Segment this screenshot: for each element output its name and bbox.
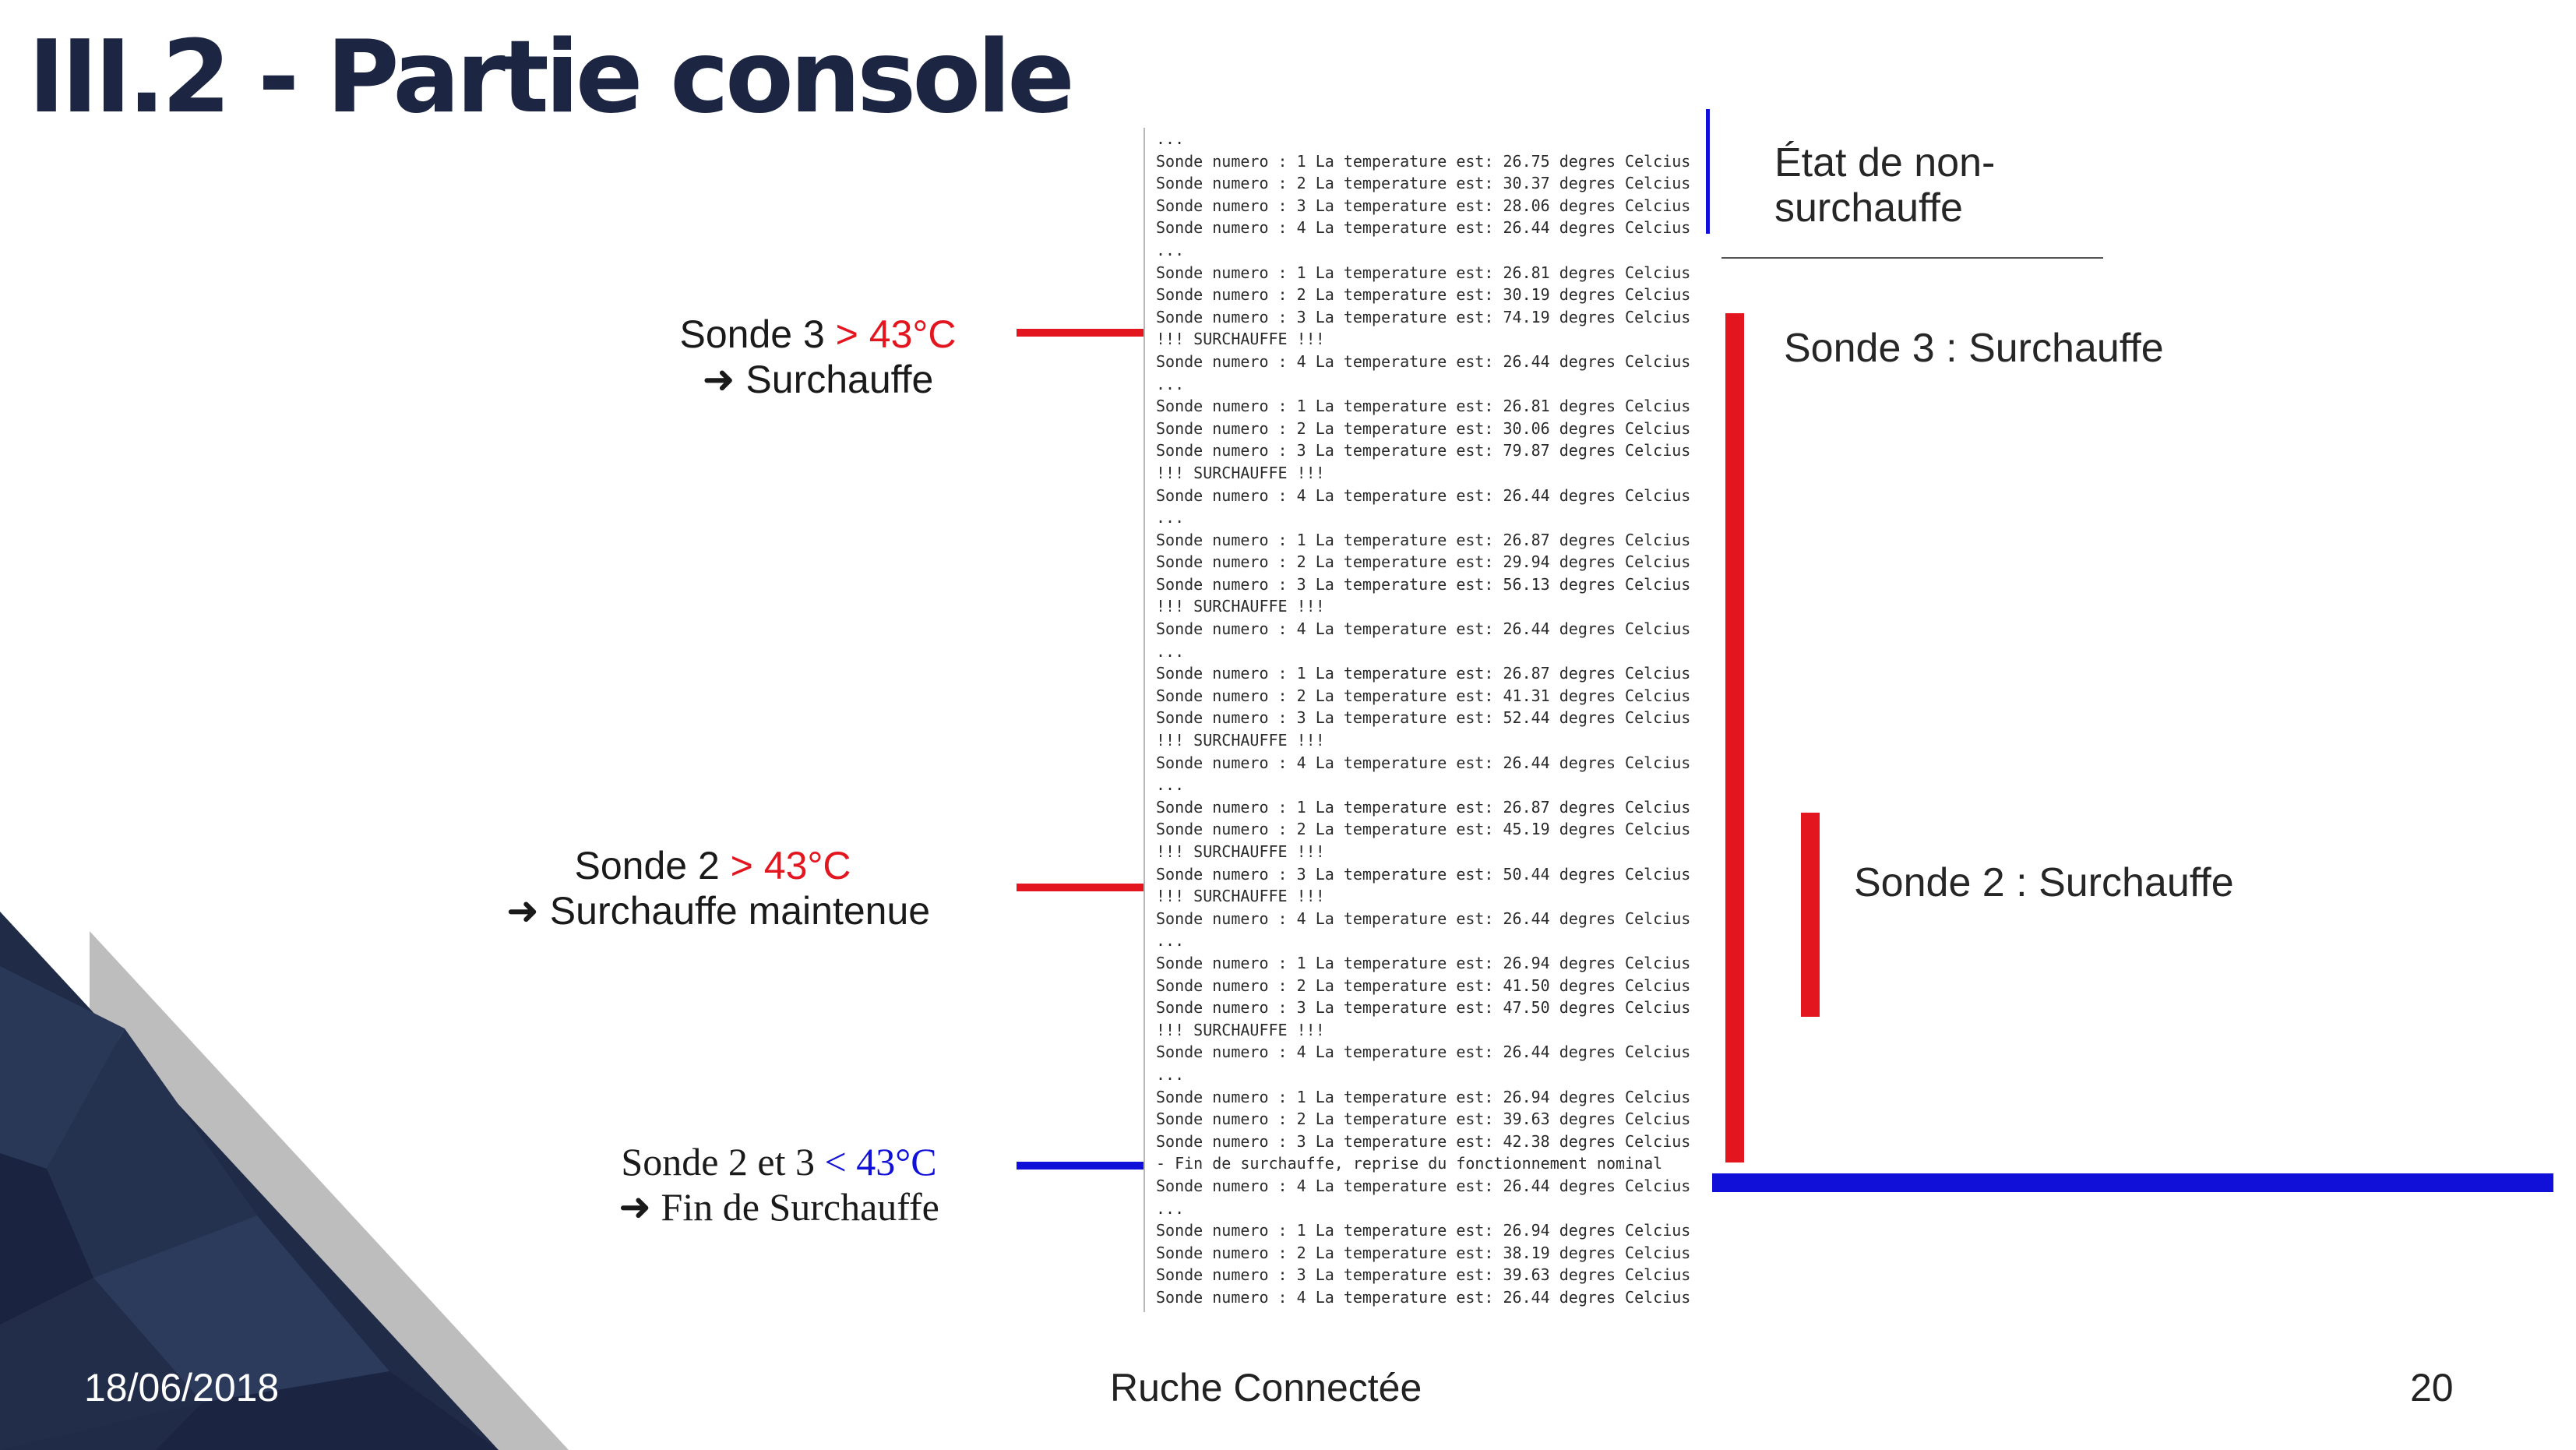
console-line: !!! SURCHAUFFE !!! <box>1156 463 1325 482</box>
console-line: ... <box>1156 374 1185 393</box>
annotation-sonde3: Sonde 3 > 43°C ➜ Surchauffe <box>662 312 974 402</box>
console-line: Sonde numero : 3 La temperature est: 79.… <box>1156 441 1691 460</box>
console-line: ... <box>1156 1198 1185 1218</box>
connector-line-sonde2 <box>1017 884 1145 891</box>
console-line: ... <box>1156 641 1185 661</box>
console-line: Sonde numero : 2 La temperature est: 45.… <box>1156 820 1691 839</box>
annotation-result: ➜ Surchauffe maintenue <box>506 889 931 933</box>
console-line: Sonde numero : 4 La temperature est: 26.… <box>1156 1043 1691 1062</box>
connector-line-end <box>1017 1162 1145 1170</box>
console-line: !!! SURCHAUFFE !!! <box>1156 597 1325 616</box>
normal-state-label: État de non- surchauffe <box>1774 140 1995 231</box>
console-line: Sonde numero : 1 La temperature est: 26.… <box>1156 151 1691 171</box>
console-line: Sonde numero : 1 La temperature est: 26.… <box>1156 263 1691 282</box>
annotation-threshold: < 43°C <box>824 1140 937 1184</box>
footer-date: 18/06/2018 <box>84 1366 280 1409</box>
console-line: ... <box>1156 240 1185 259</box>
console-line: Sonde numero : 3 La temperature est: 39.… <box>1156 1265 1691 1285</box>
console-line: - Fin de surchauffe, reprise du fonction… <box>1156 1154 1663 1173</box>
console-line: Sonde numero : 3 La temperature est: 74.… <box>1156 307 1691 326</box>
slide-title: III.2 - Partie console <box>28 19 1075 136</box>
annotation-condition: Sonde 3 > 43°C <box>662 312 974 357</box>
annotation-threshold: > 43°C <box>730 844 851 887</box>
console-line: Sonde numero : 3 La temperature est: 47.… <box>1156 998 1691 1018</box>
annotation-result: ➜ Surchauffe <box>702 358 934 401</box>
connector-line-sonde3 <box>1017 329 1145 337</box>
console-line: Sonde numero : 4 La temperature est: 26.… <box>1156 908 1691 928</box>
console-line: Sonde numero : 1 La temperature est: 26.… <box>1156 1087 1691 1106</box>
console-line: ... <box>1156 931 1185 951</box>
console-line: Sonde numero : 4 La temperature est: 26.… <box>1156 619 1691 639</box>
console-line: Sonde numero : 2 La temperature est: 30.… <box>1156 418 1691 438</box>
page-number: 20 <box>2410 1366 2454 1409</box>
console-line: ... <box>1156 129 1185 148</box>
console-line: Sonde numero : 2 La temperature est: 30.… <box>1156 285 1691 305</box>
console-line: Sonde numero : 4 La temperature est: 26.… <box>1156 1287 1691 1307</box>
normal-resume-bar <box>1712 1173 2553 1192</box>
console-line: Sonde numero : 1 La temperature est: 26.… <box>1156 953 1691 972</box>
console-output: ...Sonde numero : 1 La temperature est: … <box>1144 128 1704 1312</box>
annotation-probe: Sonde 3 <box>679 312 836 356</box>
console-line: Sonde numero : 1 La temperature est: 26.… <box>1156 664 1691 683</box>
console-line: ... <box>1156 775 1185 795</box>
console-line: Sonde numero : 1 La temperature est: 26.… <box>1156 1221 1691 1240</box>
console-line: Sonde numero : 3 La temperature est: 42.… <box>1156 1131 1691 1151</box>
console-line: Sonde numero : 1 La temperature est: 26.… <box>1156 530 1691 549</box>
console-line: Sonde numero : 2 La temperature est: 30.… <box>1156 174 1691 193</box>
console-line: ... <box>1156 1064 1185 1084</box>
annotation-condition: Sonde 2 > 43°C <box>491 843 1005 888</box>
console-line: Sonde numero : 4 La temperature est: 26.… <box>1156 485 1691 505</box>
console-line: Sonde numero : 4 La temperature est: 26.… <box>1156 218 1691 238</box>
console-line: ... <box>1156 508 1185 527</box>
normal-state-bar <box>1706 109 1710 234</box>
console-line: !!! SURCHAUFFE !!! <box>1156 887 1325 906</box>
sonde3-overheat-bar <box>1725 313 1744 1162</box>
console-line: Sonde numero : 3 La temperature est: 56.… <box>1156 574 1691 594</box>
console-line: !!! SURCHAUFFE !!! <box>1156 1020 1325 1039</box>
annotation-condition: Sonde 2 et 3 < 43°C <box>576 1139 981 1184</box>
console-line: !!! SURCHAUFFE !!! <box>1156 842 1325 861</box>
console-line: Sonde numero : 3 La temperature est: 50.… <box>1156 864 1691 884</box>
annotation-probe: Sonde 2 <box>574 844 731 887</box>
console-line: Sonde numero : 2 La temperature est: 41.… <box>1156 686 1691 705</box>
annotation-sonde2-et-3: Sonde 2 et 3 < 43°C ➜ Fin de Surchauffe <box>576 1139 981 1230</box>
normal-state-label-line1: État de non- <box>1774 140 1996 185</box>
console-line: Sonde numero : 1 La temperature est: 26.… <box>1156 797 1691 817</box>
console-line: Sonde numero : 4 La temperature est: 26.… <box>1156 1176 1691 1195</box>
annotation-threshold: > 43°C <box>835 312 957 356</box>
console-line: Sonde numero : 2 La temperature est: 41.… <box>1156 975 1691 995</box>
console-line: !!! SURCHAUFFE !!! <box>1156 731 1325 750</box>
console-line: Sonde numero : 1 La temperature est: 26.… <box>1156 397 1691 416</box>
annotation-sonde2: Sonde 2 > 43°C ➜ Surchauffe maintenue <box>491 843 1005 933</box>
console-line: Sonde numero : 2 La temperature est: 38.… <box>1156 1243 1691 1262</box>
console-line: Sonde numero : 3 La temperature est: 52.… <box>1156 708 1691 728</box>
sonde2-overheat-label: Sonde 2 : Surchauffe <box>1854 860 2234 905</box>
console-line: !!! SURCHAUFFE !!! <box>1156 330 1325 349</box>
annotation-result: ➜ Fin de Surchauffe <box>618 1185 939 1229</box>
console-line: Sonde numero : 4 La temperature est: 26.… <box>1156 753 1691 772</box>
console-line: Sonde numero : 2 La temperature est: 29.… <box>1156 552 1691 572</box>
state-divider <box>1721 257 2103 259</box>
sonde3-overheat-label: Sonde 3 : Surchauffe <box>1784 326 2164 371</box>
console-line: Sonde numero : 4 La temperature est: 26.… <box>1156 351 1691 371</box>
console-line: Sonde numero : 2 La temperature est: 39.… <box>1156 1110 1691 1129</box>
annotation-probe: Sonde 2 et 3 <box>621 1140 825 1184</box>
sonde2-overheat-bar <box>1801 813 1820 1017</box>
normal-state-label-line2: surchauffe <box>1774 185 1963 231</box>
footer-title: Ruche Connectée <box>1110 1366 1422 1409</box>
console-line: Sonde numero : 3 La temperature est: 28.… <box>1156 196 1691 215</box>
